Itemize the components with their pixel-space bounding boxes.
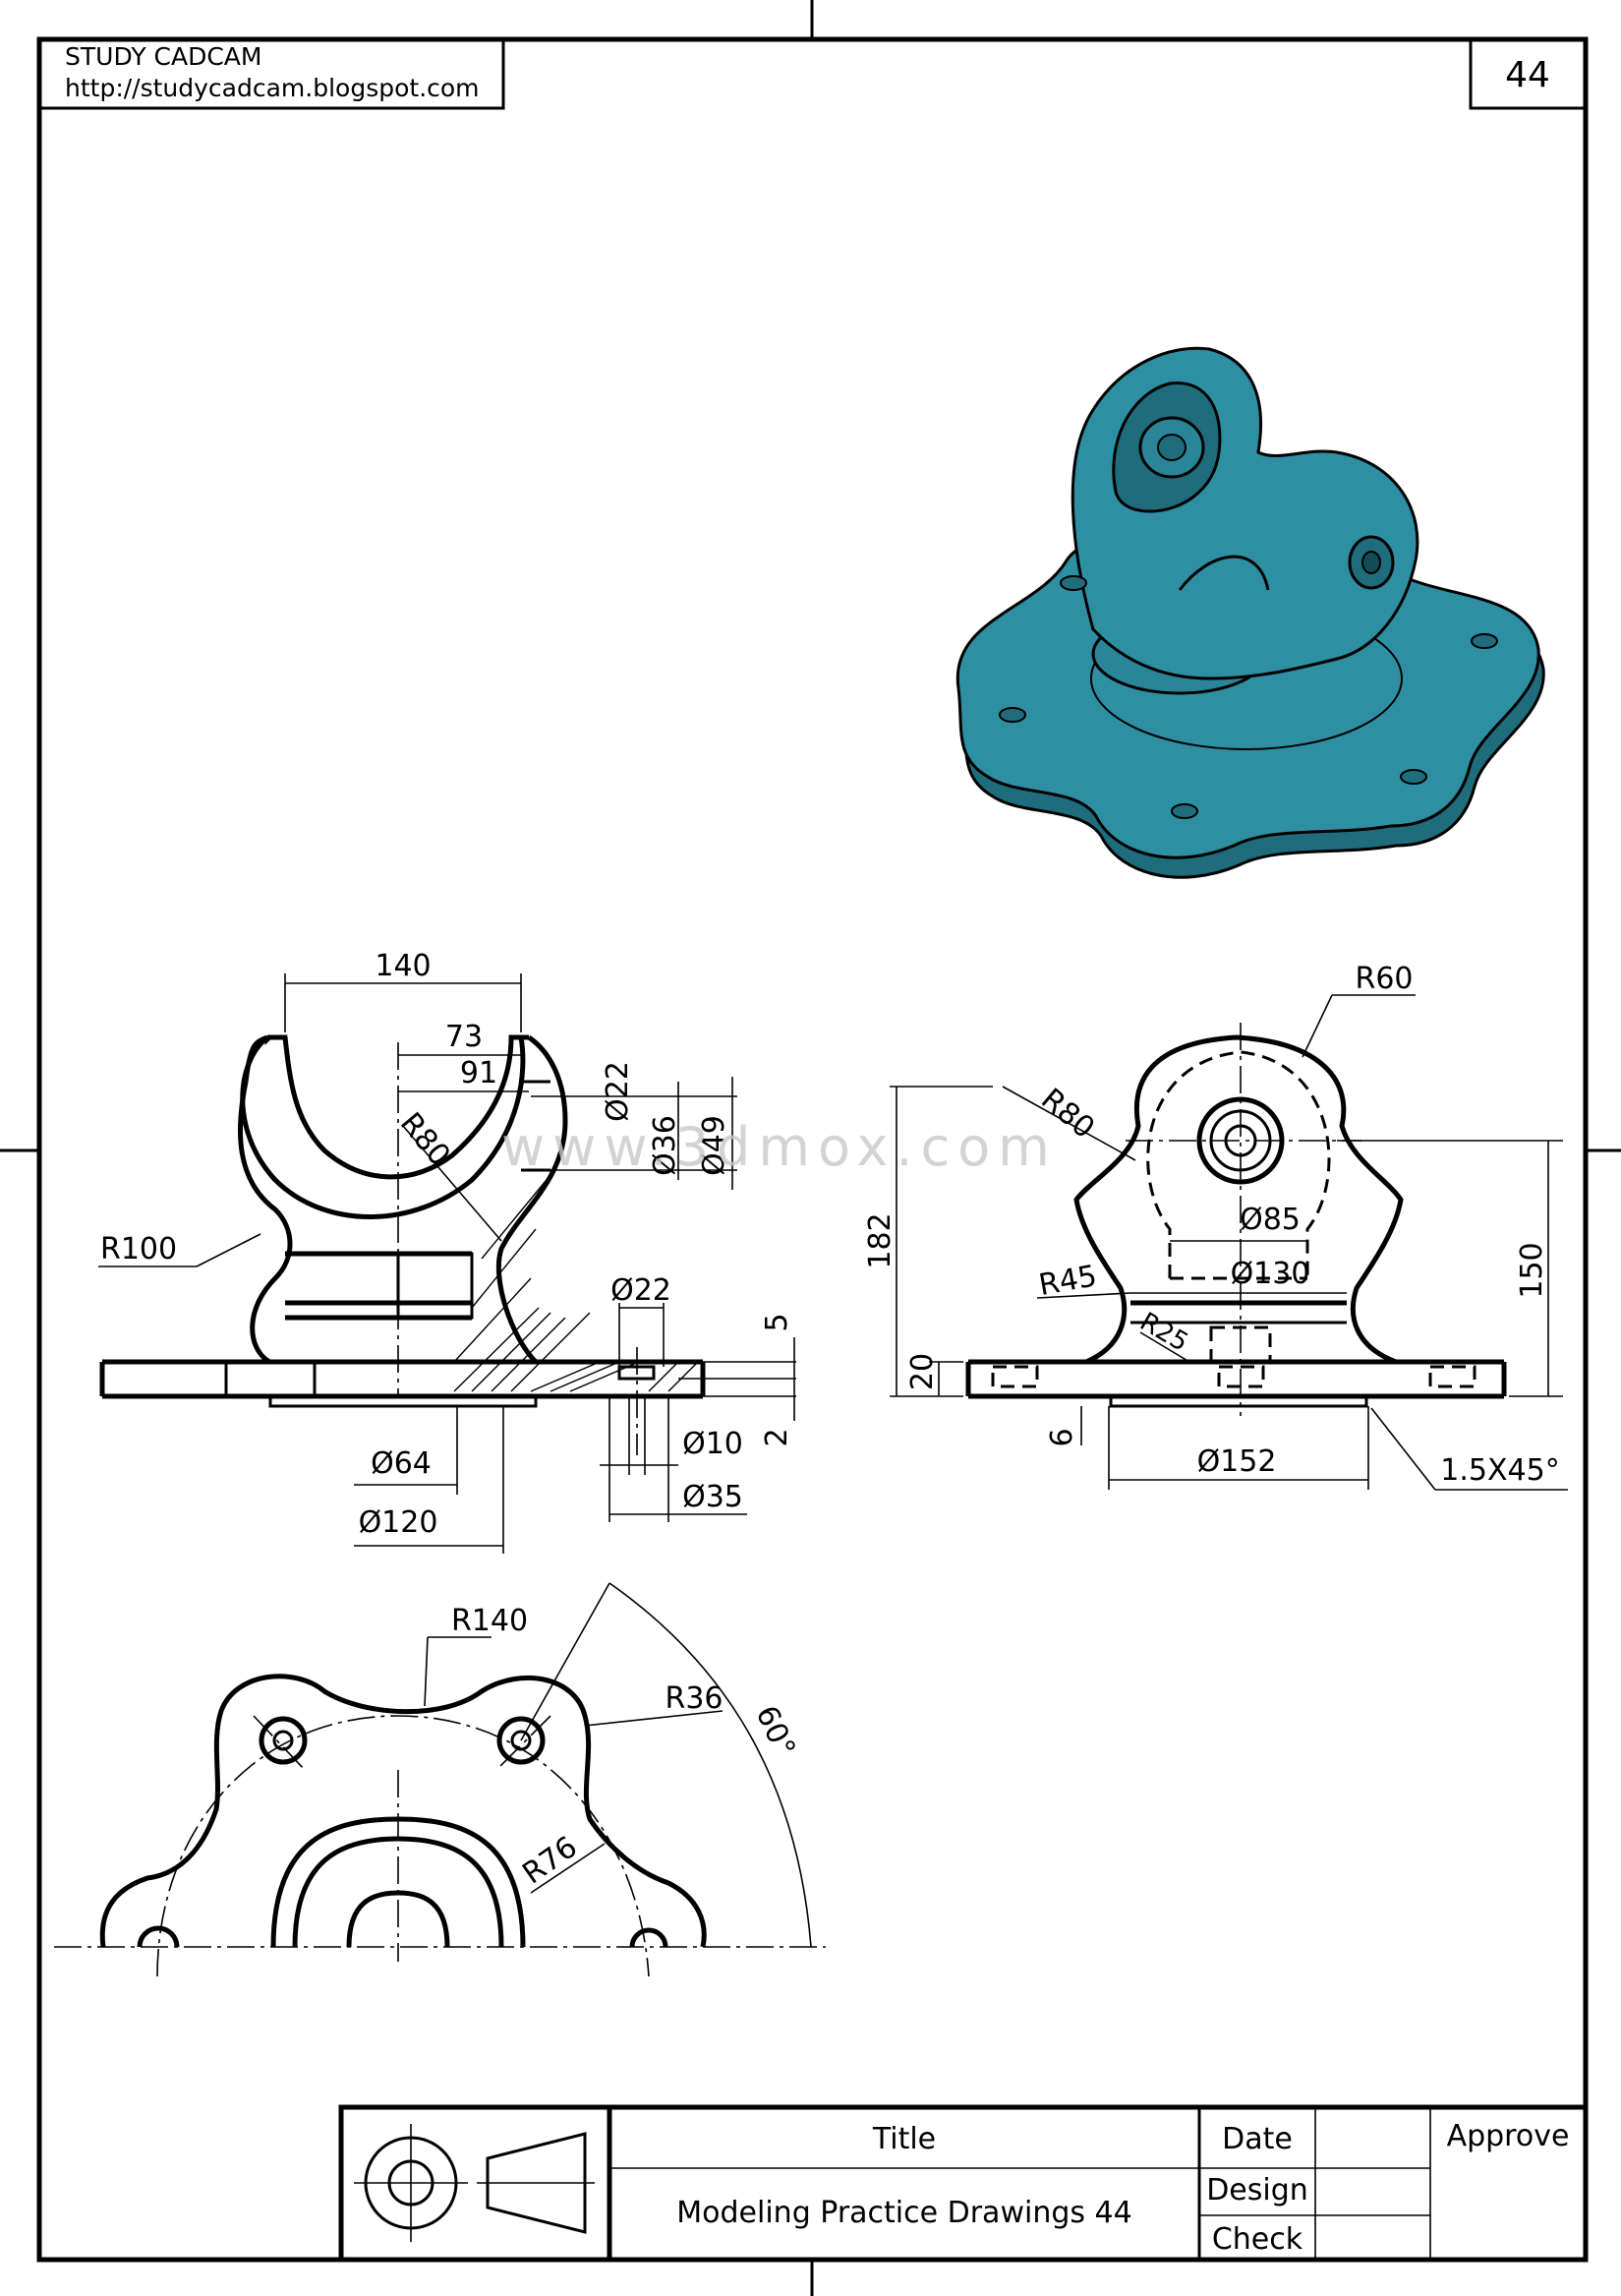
dim-phi49: Ø49 xyxy=(697,1115,731,1176)
dim-phi85: Ø85 xyxy=(1240,1203,1301,1237)
dim-r60: R60 xyxy=(1355,962,1413,996)
page-number-box: 44 xyxy=(1469,37,1588,110)
dim-2: 2 xyxy=(760,1428,794,1446)
dim-phi22-hole: Ø22 xyxy=(610,1273,671,1308)
dim-chamfer: 1.5X45° xyxy=(1440,1453,1559,1488)
dim-phi120: Ø120 xyxy=(359,1505,438,1540)
header-brand-box: STUDY CADCAM http://studycadcam.blogspot… xyxy=(37,37,505,110)
dim-150: 150 xyxy=(1515,1242,1549,1298)
dim-20: 20 xyxy=(905,1353,940,1390)
dim-5: 5 xyxy=(760,1313,794,1331)
dim-60deg: 60° xyxy=(749,1700,802,1762)
dim-r140: R140 xyxy=(451,1604,528,1638)
approve-label: Approve xyxy=(1447,2119,1570,2153)
isometric-3d-model xyxy=(955,346,1545,879)
dim-phi152: Ø152 xyxy=(1197,1444,1277,1479)
side-view xyxy=(965,1023,1507,1416)
date-label: Date xyxy=(1222,2122,1293,2156)
check-label: Check xyxy=(1212,2222,1303,2257)
section-hatch xyxy=(453,1174,699,1392)
top-view: R140 R36 R76 60° xyxy=(54,1582,826,1977)
title-label: Title xyxy=(872,2122,936,2156)
projection-symbol xyxy=(354,2124,595,2242)
dim-phi36: Ø36 xyxy=(648,1115,682,1176)
front-section-view xyxy=(99,1034,706,1455)
dim-182: 182 xyxy=(863,1212,897,1268)
dim-phi35: Ø35 xyxy=(682,1480,743,1514)
title-block: Title Modeling Practice Drawings 44 Date… xyxy=(338,2104,1589,2263)
dim-r76: R76 xyxy=(516,1830,583,1892)
design-label: Design xyxy=(1206,2173,1308,2208)
dim-r36: R36 xyxy=(665,1681,723,1716)
dim-73: 73 xyxy=(445,1020,483,1054)
dim-6: 6 xyxy=(1045,1428,1079,1446)
page-number: 44 xyxy=(1505,55,1550,95)
watermark-text: www.3dmox.com xyxy=(501,1116,1058,1178)
dim-phi130: Ø130 xyxy=(1231,1257,1310,1291)
brand-text: STUDY CADCAM xyxy=(65,42,261,71)
dim-r80-left: R80 xyxy=(393,1106,457,1173)
dim-r45: R45 xyxy=(1036,1259,1099,1303)
side-view-dimensions: R60 R80 Ø85 Ø130 R45 R25 182 20 150 6 Ø1… xyxy=(863,962,1568,1491)
url-text: http://studycadcam.blogspot.com xyxy=(65,74,480,102)
dim-140: 140 xyxy=(375,949,431,983)
front-view-dimensions: 140 73 91 Ø22 Ø36 Ø49 R80 R100 Ø22 5 2 Ø… xyxy=(98,949,796,1554)
dim-phi22-top: Ø22 xyxy=(601,1061,635,1122)
dim-r100: R100 xyxy=(100,1232,177,1266)
title-value: Modeling Practice Drawings 44 xyxy=(676,2196,1131,2230)
dim-r25: R25 xyxy=(1134,1307,1192,1358)
dim-phi64: Ø64 xyxy=(371,1446,432,1481)
dim-91: 91 xyxy=(460,1056,497,1090)
dim-phi10: Ø10 xyxy=(682,1427,743,1461)
